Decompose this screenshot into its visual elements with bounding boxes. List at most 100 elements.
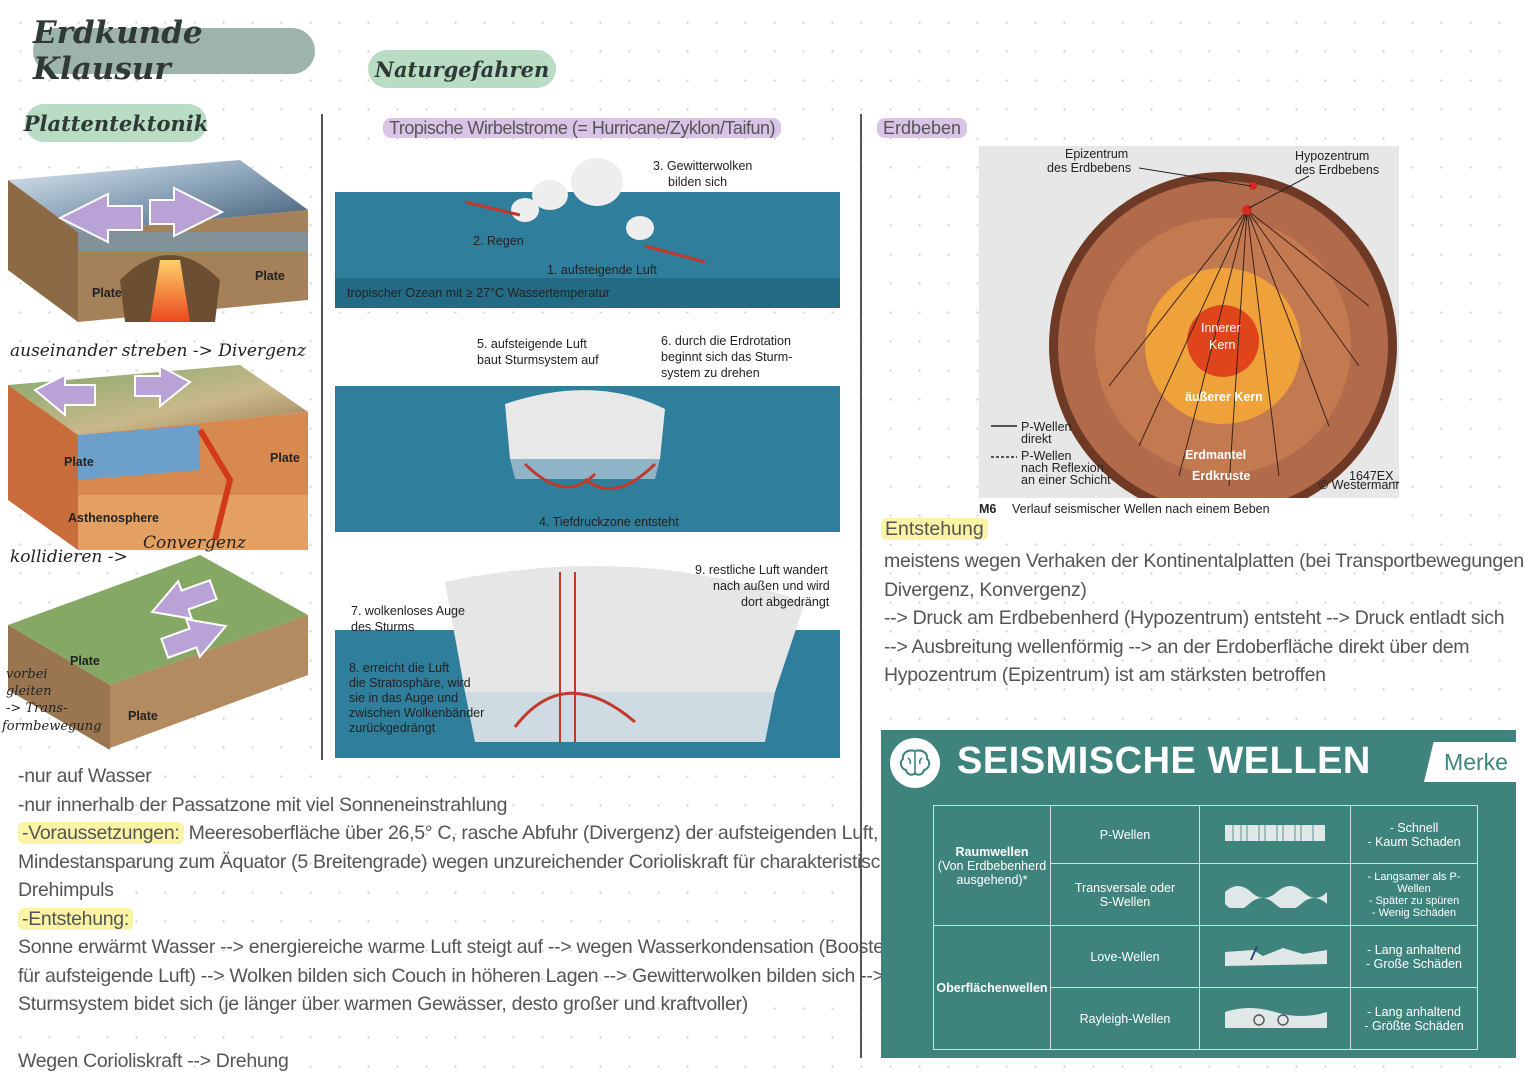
subheading-tropical-storms: Tropische Wirbelstrome (= Hurricane/Zykl…: [383, 118, 781, 139]
plate-tectonics-illustration: Plate Plate auseinander streben -> Diver…: [1, 160, 308, 750]
note-transform-2: gleiten: [6, 684, 52, 699]
note-line: Sonne erwärmt Wasser --> energiereiche w…: [18, 936, 890, 958]
step-3a: 3. Gewitterwolken: [653, 159, 752, 173]
legend-reflect-2: nach Reflexion: [1021, 461, 1104, 475]
step-7b: des Sturms: [351, 620, 414, 634]
note-line: Sturmsystem bidet sich (je länger über w…: [18, 993, 748, 1015]
column-divider-right: [860, 114, 862, 1058]
hurricane-notes: -nur auf Wasser -nur innerhalb der Passa…: [18, 762, 914, 1075]
step-3b: bilden sich: [668, 175, 727, 189]
note-convergence-b: Convergenz: [143, 533, 247, 553]
wave-desc: - Langsamer als P-Wellen - Später zu spü…: [1350, 863, 1478, 926]
note-transform-3: -> Trans-: [6, 701, 68, 716]
hurricane-diagram-1: 3. Gewitterwolken bilden sich 2. Regen 1…: [335, 150, 840, 308]
step-7a: 7. wolkenloses Auge: [351, 604, 465, 618]
figure-code: 1647EX_3: [1349, 469, 1399, 483]
wave-desc: - Schnell - Kaum Schaden: [1350, 805, 1478, 864]
step-9c: dort abgedrängt: [741, 595, 830, 609]
outer-core-label: äußerer Kern: [1185, 390, 1263, 404]
note-line: Divergenz, Konvergenz): [884, 578, 1087, 601]
step-4: 4. Tiefdruckzone entsteht: [539, 515, 679, 529]
step-8d: zwischen Wolkenbänder: [349, 706, 484, 720]
step-6a: 6. durch die Erdrotation: [661, 334, 791, 348]
heading-naturgefahren-pill: Naturgefahren: [368, 50, 556, 88]
note-line: für aufsteigende Luft) --> Wolken bilden…: [18, 964, 914, 987]
step-5b: baut Sturmsystem auf: [477, 353, 599, 367]
step-8b: die Stratosphäre, wird: [349, 676, 471, 690]
wave-name: Rayleigh-Wellen: [1050, 987, 1200, 1050]
note-line: -Entstehung:: [18, 905, 914, 934]
group-cell: Raumwellen (Von Erdbebenherd ausgehend)*: [933, 805, 1051, 926]
note-transform-4: formbewegung: [1, 719, 101, 734]
step-8c: sie in das Auge und: [349, 691, 458, 705]
brain-icon: [890, 738, 940, 788]
step-6c: system zu drehen: [661, 366, 760, 380]
step-9b: nach außen und wird: [713, 579, 830, 593]
ocean-label: tropischer Ozean mit ≥ 27°C Wassertemper…: [347, 286, 610, 300]
merke-badge: Merke: [1424, 742, 1520, 782]
hypocenter-label-1: Hypozentrum: [1295, 149, 1369, 163]
page-title: Erdkunde Klausur: [33, 15, 203, 87]
p-wave-icon: [1225, 825, 1325, 841]
step-2: 2. Regen: [473, 234, 524, 248]
s-wave-icon: [1225, 886, 1327, 910]
wave-name: Transversale oder S-Wellen: [1050, 863, 1200, 926]
transform-block: Plate Plate: [8, 555, 308, 750]
wave-desc: - Lang anhaltend - Große Schäden: [1350, 925, 1478, 988]
entstehung-heading: Entstehung: [881, 518, 988, 541]
table-row: Raumwellen (Von Erdbebenherd ausgehend)*…: [933, 805, 1478, 926]
legend-direct-2: direkt: [1021, 432, 1052, 446]
epicenter-label-2: des Erdbebens: [1047, 161, 1131, 175]
love-wave-icon: [1225, 945, 1327, 966]
seismic-title: SEISMISCHE WELLEN: [957, 740, 1371, 782]
step-5a: 5. aufsteigende Luft: [477, 337, 587, 351]
note-transform-1: vorbei: [6, 667, 48, 682]
plate-label-6: Plate: [128, 709, 158, 723]
hurricane-diagram-3: 9. restliche Luft wandert nach außen und…: [335, 542, 840, 758]
plate-label-3: Plate: [64, 455, 94, 469]
heading-plattentektonik-pill: Plattentektonik: [23, 104, 209, 142]
inner-core-label-1: Innerer: [1201, 321, 1241, 335]
heading-erdbeben: Erdbeben: [877, 118, 968, 139]
plate-label-4: Plate: [270, 451, 300, 465]
note-highlight: -Entstehung:: [18, 907, 133, 930]
hypocenter-label-2: des Erdbebens: [1295, 163, 1379, 177]
step-9a: 9. restliche Luft wandert: [695, 563, 828, 577]
column-divider-left: [321, 114, 323, 760]
rayleigh-wave-icon: [1225, 1008, 1327, 1028]
convergence-block: Plate Plate Asthenosphere: [8, 364, 308, 550]
note-line: --> Ausbreitung wellenförmig --> an der …: [884, 635, 1470, 658]
wave-name: Love-Wellen: [1050, 925, 1200, 988]
note-line: --> Druck am Erdbebenherd (Hypozentrum) …: [884, 607, 1505, 629]
note-line: Hypozentrum (Epizentrum) ist am stärkste…: [884, 664, 1326, 686]
step-6b: beginnt sich das Sturm-: [661, 350, 792, 364]
note-convergence-a: kollidieren ->: [10, 547, 128, 567]
note-line: -Voraussetzungen: Meeresoberfläche über …: [18, 819, 914, 848]
seismic-waves-table: Raumwellen (Von Erdbebenherd ausgehend)*…: [933, 805, 1478, 1050]
figure-caption: Verlauf seismischer Wellen nach einem Be…: [1012, 502, 1270, 516]
figure-caption-id: M6: [979, 502, 996, 516]
step-8e: zurückgedrängt: [349, 721, 436, 735]
note-line: meistens wegen Verhaken der Kontinentalp…: [884, 550, 1525, 572]
wave-illustration: [1199, 925, 1351, 988]
earthquake-diagram: Epizentrum des Erdbebens Hypozentrum des…: [979, 146, 1399, 521]
mantle-label: Erdmantel: [1185, 448, 1246, 462]
wave-name: P-Wellen: [1050, 805, 1200, 864]
step-1: 1. aufsteigende Luft: [547, 263, 657, 277]
note-line: -nur auf Wasser: [18, 765, 152, 787]
divergence-block: Plate Plate: [8, 160, 308, 322]
wave-desc: - Lang anhaltend - Größte Schäden: [1350, 987, 1478, 1050]
legend-direct-1: P-Wellen: [1021, 420, 1072, 434]
wave-illustration: [1199, 805, 1351, 864]
earthquake-notes: meistens wegen Verhaken der Kontinentalp…: [884, 547, 1525, 690]
hurricane-diagram-2: 5. aufsteigende Luft baut Sturmsystem au…: [335, 314, 840, 532]
note-highlight: -Voraussetzungen:: [18, 822, 184, 844]
note-divergence: auseinander streben -> Divergenz: [10, 341, 307, 361]
epicenter-label-1: Epizentrum: [1065, 147, 1128, 161]
asthenosphere-label: Asthenosphere: [68, 511, 159, 525]
heading-naturgefahren: Naturgefahren: [374, 56, 550, 82]
note-line: Drehimpuls: [18, 879, 114, 901]
heading-plattentektonik: Plattentektonik: [23, 110, 209, 136]
plate-label-5: Plate: [70, 654, 100, 668]
legend-reflect-3: an einer Schicht: [1021, 473, 1111, 487]
